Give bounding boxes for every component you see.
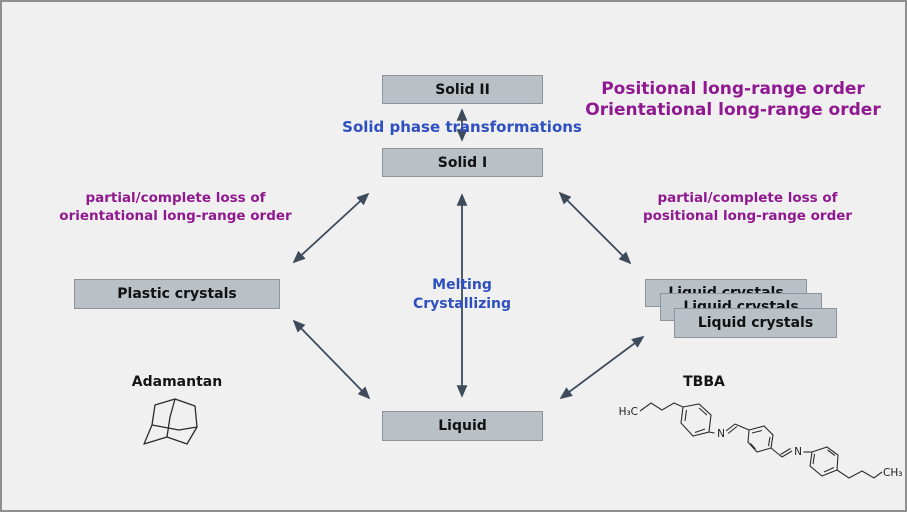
tbba-n-right-label: N — [794, 446, 802, 458]
node-solid-i-label: Solid I — [437, 154, 488, 171]
loss-left-line1: partial/complete loss of — [85, 190, 266, 206]
tbba-h3c-label: H₃C — [619, 406, 638, 418]
melting-line: Melting — [432, 277, 492, 293]
node-plastic-crystals: Plastic crystals — [74, 279, 280, 309]
tbba-n-left-label: N — [717, 428, 725, 440]
orientational-order-line: Orientational long-range order — [585, 100, 881, 120]
loss-right-line1: partial/complete loss of — [657, 190, 838, 206]
tbba-title: TBBA — [683, 374, 725, 390]
arrow-solid1-liquidcrystals — [558, 191, 632, 265]
melting-crystallizing-label: Melting Crystallizing — [387, 276, 537, 314]
node-liquid-crystals-front: Liquid crystals — [674, 308, 837, 338]
arrow-liquidcrystals-liquid — [559, 335, 645, 400]
arrow-plastic-liquid — [292, 319, 371, 400]
node-solid-ii: Solid II — [382, 75, 543, 104]
arrow-plastic-solid1 — [292, 192, 370, 264]
loss-left-line2: orientational long-range order — [59, 208, 292, 224]
loss-orientational-order-label: partial/complete loss of orientational l… — [37, 189, 314, 225]
node-solid-i: Solid I — [382, 148, 543, 177]
solid-phase-transformations-label: Solid phase transformations — [342, 118, 582, 136]
tbba-structure: H₃C N N CH₃ — [619, 402, 902, 479]
loss-right-line2: positional long-range order — [642, 208, 853, 224]
loss-positional-order-label: partial/complete loss of positional long… — [609, 189, 886, 225]
node-liquid-crystals-front-label: Liquid crystals — [697, 315, 814, 331]
node-plastic-crystals-label: Plastic crystals — [117, 286, 237, 302]
node-solid-ii-label: Solid II — [435, 81, 490, 98]
positional-order-line: Positional long-range order — [601, 79, 865, 99]
long-range-order-heading: Positional long-range order Orientationa… — [558, 79, 905, 121]
crystallizing-line: Crystallizing — [412, 296, 512, 312]
adamantane-structure — [143, 398, 198, 445]
node-liquid: Liquid — [382, 411, 543, 441]
tbba-ch3-label: CH₃ — [883, 467, 902, 479]
adamantane-title: Adamantan — [131, 374, 223, 390]
node-liquid-label: Liquid — [438, 418, 487, 434]
